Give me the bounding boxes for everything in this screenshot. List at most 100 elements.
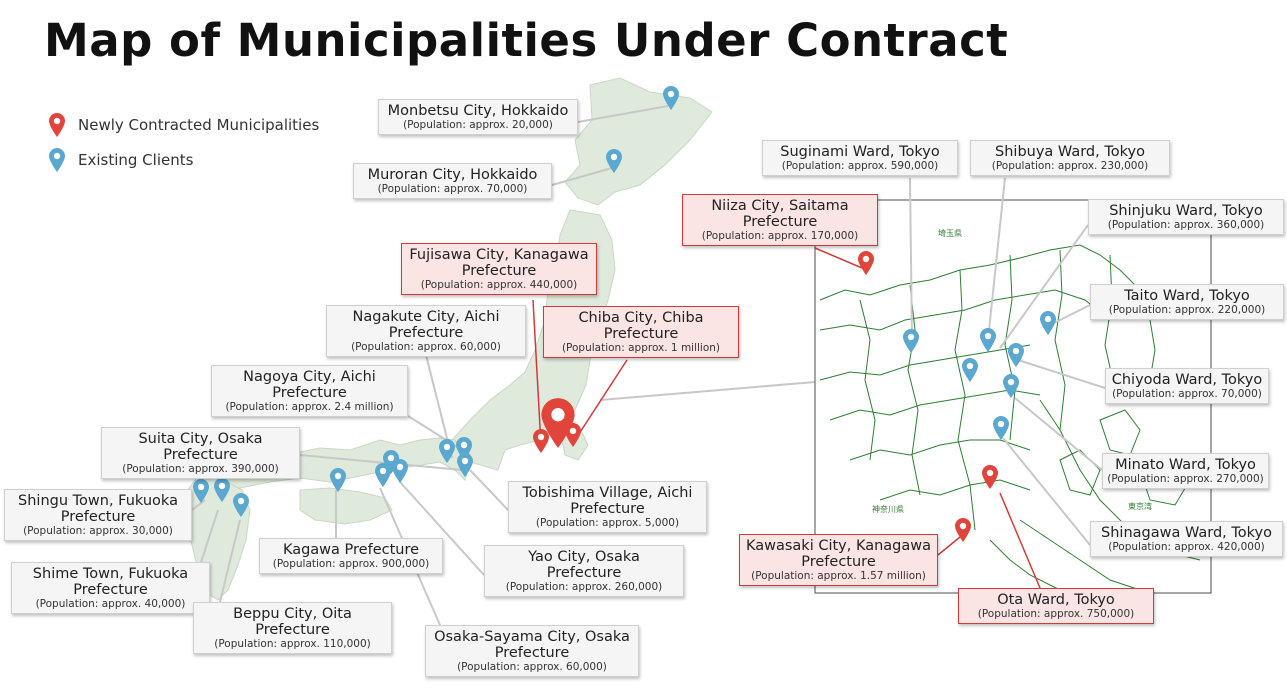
- label-population: (Population: approx. 360,000): [1107, 219, 1265, 232]
- inset-label-saitama: 埼玉県: [938, 228, 962, 238]
- label-population: (Population: approx. 590,000): [781, 160, 939, 173]
- label-chiyoda: Chiyoda Ward, Tokyo (Population: approx.…: [1105, 368, 1269, 404]
- label-name: Kawasaki City, Kanagawa Prefecture: [745, 538, 932, 571]
- existing-client-pin: [455, 436, 473, 462]
- label-muroran: Muroran City, Hokkaido (Population: appr…: [353, 163, 552, 199]
- label-shime: Shime Town, Fukuoka Prefecture (Populati…: [11, 562, 210, 615]
- label-shinjuku: Shinjuku Ward, Tokyo (Population: approx…: [1088, 199, 1284, 235]
- new-client-pin: [857, 250, 875, 276]
- label-name: Niiza City, Saitama Prefecture: [711, 198, 849, 231]
- label-population: (Population: approx. 260,000): [505, 581, 663, 594]
- label-shingu: Shingu Town, Fukuoka Prefecture (Populat…: [4, 489, 192, 542]
- existing-client-pin: [329, 467, 347, 493]
- existing-client-pin: [391, 458, 409, 484]
- label-population: (Population: approx. 750,000): [977, 608, 1135, 621]
- label-population: (Population: approx. 5,000): [535, 517, 680, 530]
- label-name: Shime Town, Fukuoka Prefecture: [32, 566, 189, 599]
- label-population: (Population: approx. 70,000): [377, 183, 528, 196]
- label-population: (Population: approx. 60,000): [351, 341, 501, 354]
- blue-pin-icon: [49, 148, 65, 172]
- label-niiza: Niiza City, Saitama Prefecture (Populati…: [682, 194, 878, 247]
- label-population: (Population: approx. 220,000): [1108, 304, 1266, 317]
- legend-existing: Existing Clients: [48, 147, 193, 173]
- label-name: Suginami Ward, Tokyo: [780, 144, 940, 160]
- existing-client-pin: [213, 477, 231, 503]
- label-name: Beppu City, Oita Prefecture: [233, 606, 352, 639]
- existing-client-pin: [605, 148, 623, 174]
- label-name: Minato Ward, Tokyo: [1115, 457, 1256, 473]
- label-name: Fujisawa City, Kanagawa Prefecture: [409, 247, 589, 280]
- existing-client-pin: [1002, 373, 1020, 399]
- label-name: Osaka-Sayama City, Osaka Prefecture: [434, 629, 630, 662]
- existing-client-pin: [438, 438, 456, 464]
- inset-label-kanagawa: 神奈川県: [872, 504, 904, 514]
- page-title: Map of Municipalities Under Contract: [44, 14, 1009, 67]
- label-name: Shinjuku Ward, Tokyo: [1109, 203, 1263, 219]
- label-population: (Population: approx. 390,000): [122, 463, 279, 476]
- label-population: (Population: approx. 270,000): [1107, 473, 1264, 486]
- existing-client-pin: [192, 478, 210, 504]
- label-shinagawa: Shinagawa Ward, Tokyo (Population: appro…: [1090, 521, 1283, 557]
- ward-boundaries: [819, 244, 1201, 591]
- existing-client-pin: [961, 357, 979, 383]
- new-client-pin: [954, 517, 972, 543]
- existing-client-pin: [1039, 310, 1057, 336]
- label-name: Chiyoda Ward, Tokyo: [1111, 372, 1263, 388]
- legend-existing-label: Existing Clients: [78, 151, 194, 169]
- existing-client-pin: [1007, 342, 1025, 368]
- existing-client-pin: [232, 492, 250, 518]
- label-population: (Population: approx. 110,000): [214, 638, 371, 651]
- label-osakasayama: Osaka-Sayama City, Osaka Prefecture (Pop…: [425, 625, 639, 678]
- label-suita: Suita City, Osaka Prefecture (Population…: [101, 427, 300, 480]
- label-ota: Ota Ward, Tokyo (Population: approx. 750…: [958, 588, 1154, 624]
- red-leader-lines: [532, 299, 628, 446]
- red-pin-icon: [49, 113, 65, 137]
- label-name: Kagawa Prefecture: [282, 542, 420, 558]
- label-name: Shibuya Ward, Tokyo: [995, 144, 1145, 160]
- label-name: Nagakute City, Aichi Prefecture: [352, 309, 500, 342]
- existing-client-pin: [902, 328, 920, 354]
- label-population: (Population: approx. 2.4 million): [225, 401, 394, 414]
- label-population: (Population: approx. 440,000): [420, 279, 578, 292]
- label-name: Shingu Town, Fukuoka Prefecture: [18, 493, 178, 526]
- existing-client-pin: [662, 85, 680, 111]
- label-name: Monbetsu City, Hokkaido: [387, 103, 569, 119]
- tokyo-area-pin: [538, 396, 578, 454]
- label-population: (Population: approx. 40,000): [35, 598, 186, 611]
- label-name: Yao City, Osaka Prefecture: [528, 549, 640, 582]
- existing-client-pin: [992, 415, 1010, 441]
- existing-client-pin: [374, 462, 392, 488]
- existing-client-pin: [382, 449, 400, 475]
- label-name: Shinagawa Ward, Tokyo: [1101, 525, 1272, 541]
- label-shibuya: Shibuya Ward, Tokyo (Population: approx.…: [970, 140, 1170, 176]
- label-population: (Population: approx. 1 million): [561, 342, 721, 355]
- label-yao: Yao City, Osaka Prefecture (Population: …: [484, 545, 684, 598]
- new-client-pin: [981, 464, 999, 490]
- label-monbetsu: Monbetsu City, Hokkaido (Population: app…: [378, 99, 578, 135]
- existing-client-pin: [979, 327, 997, 353]
- label-nagakute: Nagakute City, Aichi Prefecture (Populat…: [326, 305, 526, 358]
- label-nagoya: Nagoya City, Aichi Prefecture (Populatio…: [211, 365, 408, 418]
- label-tobishima: Tobishima Village, Aichi Prefecture (Pop…: [508, 481, 707, 534]
- leader-lines: [191, 105, 816, 626]
- label-beppu: Beppu City, Oita Prefecture (Population:…: [193, 602, 392, 655]
- label-population: (Population: approx. 230,000): [991, 160, 1149, 173]
- legend-new-label: Newly Contracted Municipalities: [78, 116, 320, 134]
- label-kawasaki: Kawasaki City, Kanagawa Prefecture (Popu…: [739, 534, 938, 587]
- label-population: (Population: approx. 900,000): [272, 558, 430, 571]
- label-name: Suita City, Osaka Prefecture: [138, 431, 263, 464]
- label-kagawa: Kagawa Prefecture (Population: approx. 9…: [259, 538, 443, 574]
- label-population: (Population: approx. 70,000): [1112, 388, 1262, 401]
- label-population: (Population: approx. 20,000): [403, 119, 553, 132]
- label-name: Chiba City, Chiba Prefecture: [578, 310, 704, 343]
- new-client-pin: [532, 428, 550, 454]
- label-name: Ota Ward, Tokyo: [997, 592, 1115, 608]
- label-name: Taito Ward, Tokyo: [1124, 288, 1250, 304]
- label-population: (Population: approx. 170,000): [701, 230, 859, 243]
- label-name: Muroran City, Hokkaido: [367, 167, 538, 183]
- label-minato: Minato Ward, Tokyo (Population: approx. …: [1102, 453, 1269, 489]
- label-taito: Taito Ward, Tokyo (Population: approx. 2…: [1090, 284, 1284, 320]
- inset-label-tokyo-bay: 東京湾: [1128, 501, 1152, 511]
- label-fujisawa: Fujisawa City, Kanagawa Prefecture (Popu…: [401, 243, 597, 296]
- label-population: (Population: approx. 420,000): [1108, 541, 1265, 554]
